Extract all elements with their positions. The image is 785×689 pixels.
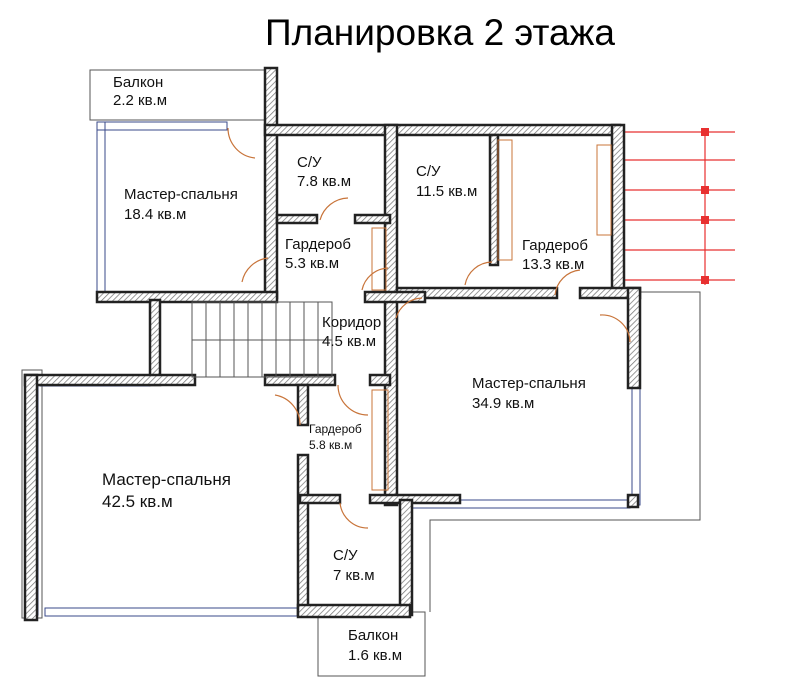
plan-title: Планировка 2 этажа: [265, 12, 615, 53]
room-balcony-bottom: Балкон 1.6 кв.м: [348, 627, 402, 664]
room-area: 5.8 кв.м: [309, 438, 352, 452]
room-name: Коридор: [322, 314, 381, 331]
doors: [227, 127, 631, 529]
room-master-bedroom-42: Мастер-спальня 42.5 кв.м: [102, 470, 231, 511]
room-area: 5.3 кв.м: [285, 255, 339, 272]
room-name: Балкон: [348, 627, 398, 644]
room-area: 7 кв.м: [333, 567, 375, 584]
room-name: С/У: [333, 547, 358, 564]
room-name: Гардероб: [285, 236, 351, 253]
room-name: Гардероб: [522, 237, 588, 254]
room-name: С/У: [297, 154, 322, 171]
pergola-beams: [615, 128, 735, 285]
room-name: Мастер-спальня: [472, 375, 586, 392]
windows: [27, 121, 641, 617]
room-area: 34.9 кв.м: [472, 395, 534, 412]
room-wardrobe-5-8: Гардероб 5.8 кв.м: [309, 422, 362, 452]
room-name: Мастер-спальня: [102, 470, 231, 489]
wardrobe-shelves: [371, 139, 612, 491]
outlines: [21, 69, 701, 677]
room-area: 13.3 кв.м: [522, 256, 584, 273]
room-balcony-top: Балкон 2.2 кв.м: [113, 74, 167, 109]
room-area: 2.2 кв.м: [113, 92, 167, 109]
room-master-bedroom-18: Мастер-спальня 18.4 кв.м: [124, 186, 238, 223]
room-area: 7.8 кв.м: [297, 173, 351, 190]
room-area: 42.5 кв.м: [102, 492, 173, 511]
room-wardrobe-5-3: Гардероб 5.3 кв.м: [285, 236, 351, 272]
room-area: 18.4 кв.м: [124, 206, 186, 223]
room-name: С/У: [416, 163, 441, 180]
room-name: Гардероб: [309, 422, 362, 436]
room-bathroom-11-5: С/У 11.5 кв.м: [416, 163, 477, 200]
room-bathroom-7: С/У 7 кв.м: [333, 547, 375, 584]
room-bathroom-7-8: С/У 7.8 кв.м: [297, 154, 351, 190]
room-wardrobe-13-3: Гардероб 13.3 кв.м: [522, 237, 588, 273]
staircase: [191, 301, 333, 378]
room-name: Балкон: [113, 74, 163, 91]
room-area: 4.5 кв.м: [322, 333, 376, 350]
room-master-bedroom-34: Мастер-спальня 34.9 кв.м: [472, 375, 586, 412]
room-area: 11.5 кв.м: [416, 183, 477, 200]
walls: [23, 66, 642, 622]
room-name: Мастер-спальня: [124, 186, 238, 203]
room-area: 1.6 кв.м: [348, 647, 402, 664]
room-corridor: Коридор 4.5 кв.м: [322, 314, 381, 350]
